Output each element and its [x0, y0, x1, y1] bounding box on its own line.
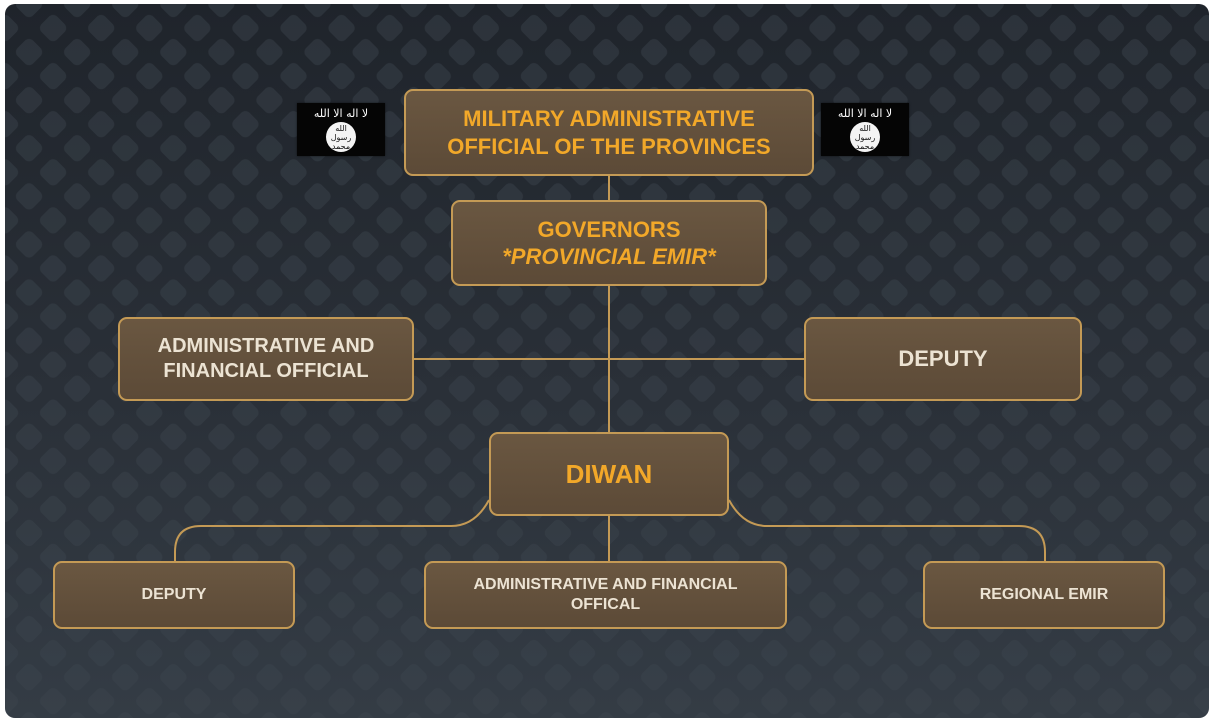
org-chart-slide: لا اله الا الله الله رسول محمد لا اله ال…: [5, 4, 1209, 718]
flag-text: لا اله الا الله: [837, 107, 893, 120]
bottom-admin-line-2: OFFICAL: [570, 596, 641, 613]
regional-emir-box: REGIONAL EMIR: [923, 561, 1165, 629]
flag-seal-icon: الله رسول محمد: [850, 122, 880, 152]
military-administrative-official-box: MILITARY ADMINISTRATIVE OFFICIAL OF THE …: [404, 89, 814, 176]
seal-line-2: رسول: [330, 133, 352, 142]
diwan-box: DIWAN: [489, 432, 729, 516]
bottom-deputy-box: DEPUTY: [53, 561, 295, 629]
governors-line-1: GOVERNORS: [537, 216, 681, 242]
top-box-line-1: MILITARY ADMINISTRATIVE: [463, 106, 755, 131]
seal-line-2: رسول: [854, 133, 876, 142]
flag-seal-icon: الله رسول محمد: [326, 122, 356, 152]
bottom-administrative-financial-box: ADMINISTRATIVE AND FINANCIAL OFFICAL: [424, 561, 787, 629]
regional-emir-label: REGIONAL EMIR: [979, 586, 1109, 603]
diwan-label: DIWAN: [565, 458, 653, 489]
connector-diwan-bottom-deputy: [174, 499, 490, 561]
seal-line-3: محمد: [855, 142, 875, 151]
governors-box: GOVERNORS *PROVINCIAL EMIR*: [451, 200, 767, 286]
connector-diwan-regional-emir: [728, 499, 1046, 561]
flag-text: لا اله الا الله: [313, 107, 369, 120]
left-admin-line-2: FINANCIAL OFFICIAL: [163, 360, 369, 382]
left-admin-line-1: ADMINISTRATIVE AND: [157, 335, 375, 357]
connector-lines: [174, 176, 1046, 561]
bottom-deputy-label: DEPUTY: [141, 586, 207, 603]
left-administrative-financial-box: ADMINISTRATIVE AND FINANCIAL OFFICIAL: [118, 317, 414, 401]
left-black-flag: لا اله الا الله الله رسول محمد: [297, 103, 385, 156]
right-black-flag: لا اله الا الله الله رسول محمد: [821, 103, 909, 156]
right-deputy-label: DEPUTY: [898, 346, 988, 372]
bottom-admin-line-1: ADMINISTRATIVE AND FINANCIAL: [473, 576, 738, 593]
right-deputy-box: DEPUTY: [804, 317, 1082, 401]
top-box-line-2: OFFICIAL OF THE PROVINCES: [447, 133, 771, 159]
seal-line-1: الله: [859, 124, 871, 133]
seal-line-3: محمد: [331, 142, 351, 151]
seal-line-1: الله: [335, 124, 347, 133]
governors-line-2: *PROVINCIAL EMIR*: [502, 244, 716, 269]
